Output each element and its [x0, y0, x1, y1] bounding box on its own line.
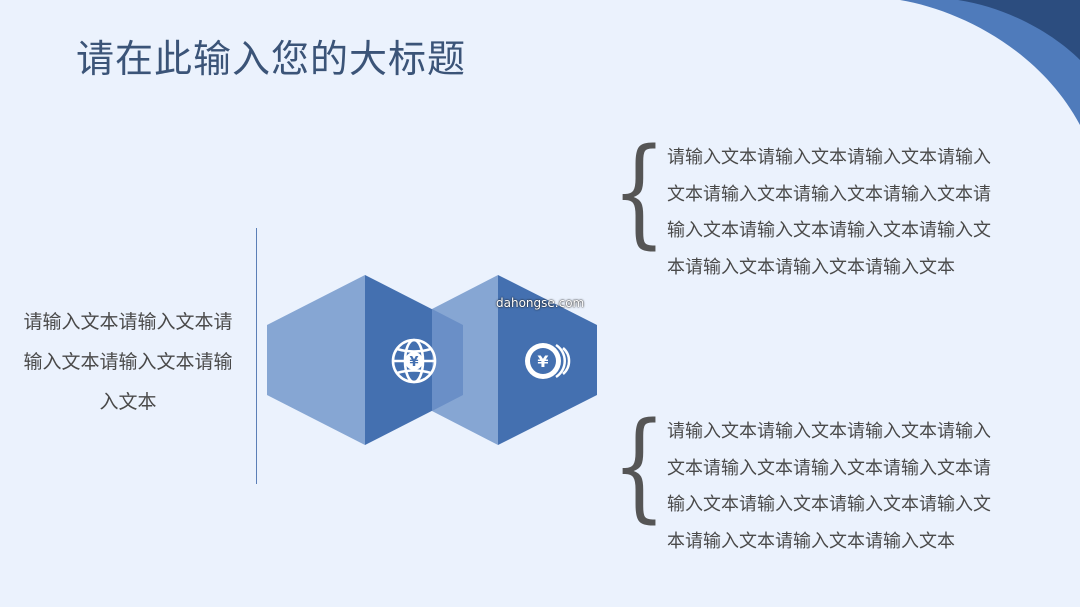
- coins-yen-icon: ¥: [525, 343, 571, 379]
- globe-yen-icon: ¥: [391, 338, 437, 384]
- hexagon-right-light-half: [432, 275, 498, 445]
- hexagon-right-overlap: [432, 309, 463, 411]
- hexagon-left-light-half: [267, 275, 365, 445]
- vertical-divider: [256, 228, 257, 484]
- brace-top-icon: {: [612, 122, 667, 260]
- watermark: dahongse.com: [496, 296, 585, 310]
- brace-bottom-icon: {: [612, 396, 667, 534]
- left-text-block: 请输入文本请输入文本请输入文本请输入文本请输入文本: [23, 311, 233, 413]
- svg-text:¥: ¥: [537, 352, 548, 371]
- right-text-block-bottom: 请输入文本请输入文本请输入文本请输入 文本请输入文本请输入文本请输入文本请 输入…: [667, 421, 991, 552]
- corner-swoosh-light: [900, 0, 1080, 125]
- slide-title: 请在此输入您的大标题: [76, 37, 467, 81]
- corner-swoosh-dark: [958, 0, 1080, 60]
- right-text-block-top: 请输入文本请输入文本请输入文本请输入 文本请输入文本请输入文本请输入文本请 输入…: [667, 147, 991, 278]
- svg-text:¥: ¥: [409, 355, 418, 370]
